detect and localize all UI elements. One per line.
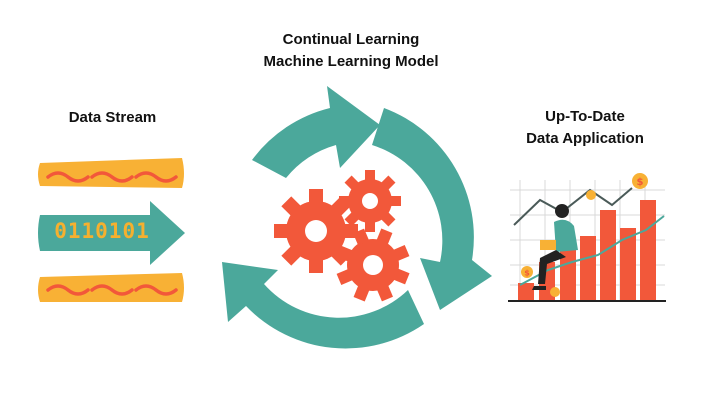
model-title-line2: Machine Learning Model	[263, 53, 439, 70]
person-with-laptop-icon	[532, 204, 578, 290]
binary-arrow	[38, 201, 185, 265]
growth-chart-illustration: $ $	[508, 173, 666, 302]
coin-icon	[550, 287, 560, 297]
cycle-arrow-bottom	[222, 262, 424, 349]
data-stream-label: Data Stream	[68, 109, 157, 126]
cycle-arrow-right	[372, 108, 492, 310]
data-stream-illustration	[38, 158, 185, 302]
binary-digits: 0110101	[54, 219, 150, 243]
application-title-line1: Up-To-Date	[545, 108, 625, 125]
cycle-arrows	[222, 86, 492, 349]
application-title: Up-To-Date Data Application	[505, 106, 665, 150]
trend-line-teal	[519, 215, 665, 286]
model-title: Continual Learning Machine Learning Mode…	[221, 29, 481, 73]
coin-symbol: $	[524, 269, 530, 278]
trend-line-dark	[513, 187, 633, 226]
gear-icon-top	[339, 170, 401, 232]
wave-band-bottom	[38, 273, 184, 302]
coin-icon	[586, 190, 596, 200]
model-title-line1: Continual Learning	[282, 31, 420, 48]
data-stream-title: Data Stream	[40, 107, 185, 129]
coin-icons: $ $	[521, 173, 648, 297]
wave-band-top	[38, 158, 184, 188]
coin-symbol: $	[637, 177, 644, 188]
cycle-arrow-top	[252, 86, 380, 178]
coin-icon: $	[632, 173, 648, 189]
gear-icon-bottom	[336, 228, 410, 302]
coin-icon: $	[521, 266, 533, 278]
application-title-line2: Data Application	[526, 130, 644, 147]
